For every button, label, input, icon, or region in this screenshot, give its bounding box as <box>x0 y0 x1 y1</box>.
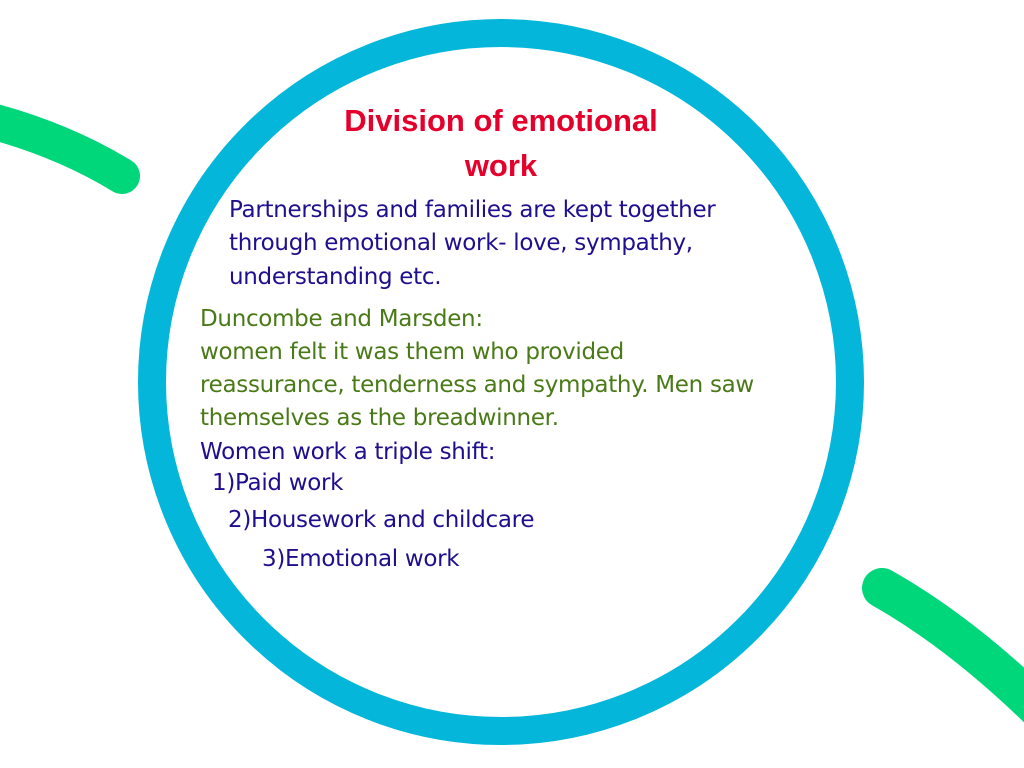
green-arc-top-left <box>0 104 140 194</box>
intro-line-3: understanding etc. <box>229 264 442 290</box>
blue-ring <box>138 19 864 745</box>
intro-line-2: through emotional work- love, sympathy, <box>229 230 693 256</box>
triple-shift-item-1: 1)Paid work <box>212 470 344 496</box>
intro-line-1: Partnerships and families are kept toget… <box>229 197 716 223</box>
study-line-3: reassurance, tenderness and sympathy. Me… <box>200 372 754 398</box>
study-line-4: themselves as the breadwinner. <box>200 405 559 431</box>
slide-title-line-2: work <box>464 148 538 183</box>
triple-shift-heading: Women work a triple shift: <box>200 439 496 465</box>
green-arc-bottom-right <box>862 568 1024 723</box>
study-line-1: Duncombe and Marsden: <box>200 306 483 332</box>
study-line-2: women felt it was them who provided <box>200 339 624 365</box>
slide-title-line-1: Division of emotional <box>344 103 658 138</box>
triple-shift-item-2: 2)Housework and childcare <box>228 507 535 533</box>
triple-shift-item-3: 3)Emotional work <box>262 546 460 572</box>
